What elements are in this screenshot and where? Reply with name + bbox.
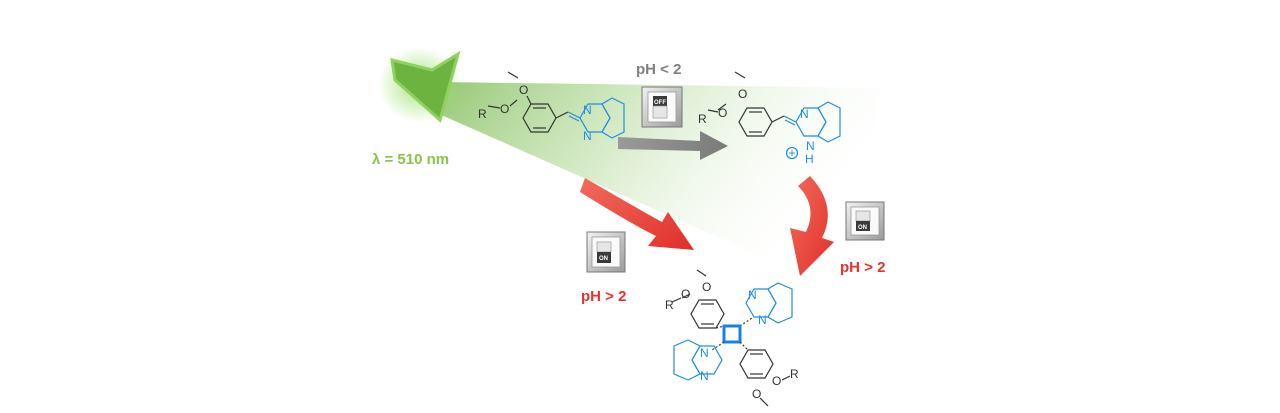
off-switch-icon: OFF: [641, 86, 683, 128]
monomer-nitrogen-2: N: [583, 129, 592, 143]
protonated-hydrogen: H: [805, 152, 814, 166]
dimer-nitrogen-1: N: [748, 288, 757, 302]
dimer-nitrogen-4: N: [700, 369, 709, 383]
dimer-oxygen-3: O: [772, 374, 781, 388]
acid-arrow: [618, 131, 728, 160]
cyclobutane-dimer-structure: O O R N N N N O R O: [665, 269, 799, 407]
right-base-arrow: [790, 176, 834, 276]
protonated-monomer-structure: O O R N N H +: [698, 71, 841, 166]
on-switch-left-label: ON: [599, 256, 608, 262]
dimer-r-group-1: R: [665, 298, 674, 312]
wavelength-label: λ = 510 nm: [372, 151, 449, 168]
protonated-nitrogen-1: N: [800, 107, 809, 121]
protonated-oxygen-2: O: [718, 106, 727, 120]
on-switch-left-icon: ON: [586, 231, 626, 273]
acid-condition-label: pH < 2: [636, 61, 681, 78]
right-base-condition-label: pH > 2: [840, 259, 885, 276]
protonated-oxygen-1: O: [738, 87, 747, 101]
dimer-nitrogen-3: N: [700, 346, 709, 360]
light-beam: [430, 82, 880, 300]
off-switch-label: OFF: [654, 100, 666, 106]
dimer-oxygen-4: O: [752, 387, 761, 401]
protonated-nitrogen-2: N: [806, 139, 815, 153]
left-base-arrow: [580, 178, 694, 250]
monomer-r-group: R: [478, 107, 487, 121]
light-source-icon: [378, 47, 462, 123]
protonated-r-group: R: [698, 112, 707, 126]
dimer-oxygen-2: O: [681, 287, 690, 301]
dimer-nitrogen-2: N: [758, 313, 767, 327]
monomer-structure: O O R N N: [478, 71, 625, 143]
on-switch-right-icon: ON: [845, 201, 885, 241]
monomer-oxygen-1: O: [519, 83, 528, 97]
dimer-r-group-2: R: [790, 367, 799, 381]
monomer-oxygen-2: O: [500, 102, 509, 116]
monomer-nitrogen-1: N: [583, 103, 592, 117]
positive-charge-symbol: +: [789, 146, 796, 160]
left-base-condition-label: pH > 2: [581, 288, 626, 305]
dimer-oxygen-1: O: [702, 280, 711, 294]
on-switch-right-label: ON: [858, 225, 867, 231]
